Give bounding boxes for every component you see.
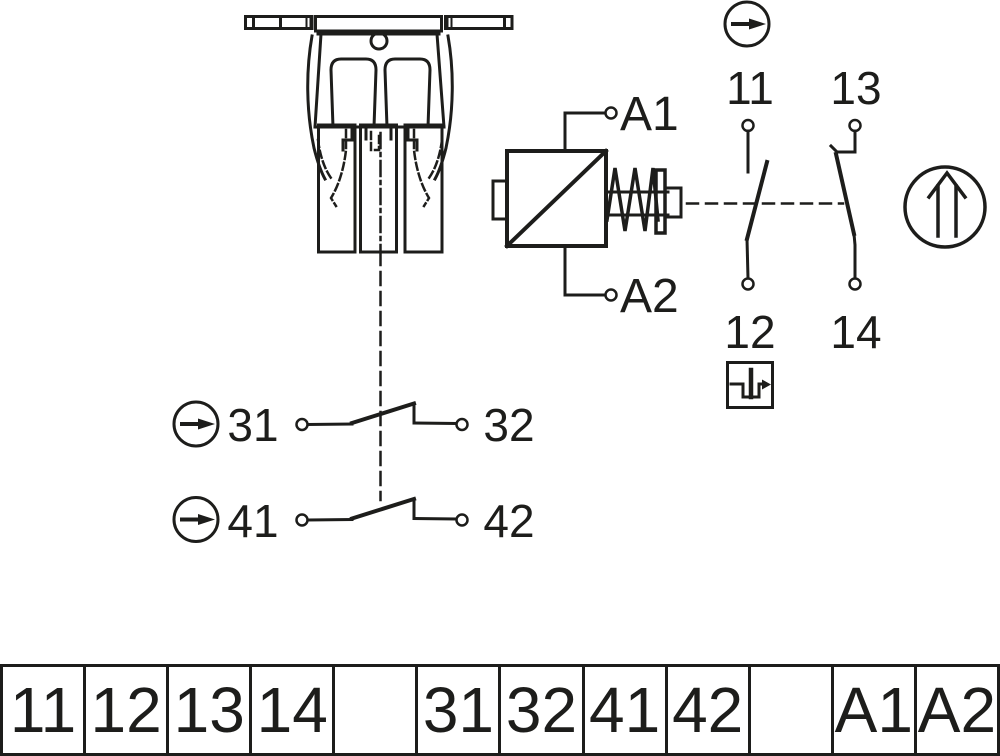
- terminal-31: [295, 417, 309, 432]
- terminal-cell-label: A2: [917, 674, 997, 746]
- terminal-cell-blank-1: [335, 667, 419, 753]
- terminal-cell-42: 42: [668, 667, 751, 753]
- terminal-cell-13: 13: [169, 667, 253, 753]
- coil-left-nub: [491, 179, 509, 221]
- a1-terminal: [604, 106, 618, 120]
- plungers: [317, 123, 444, 254]
- terminal-cell-blank-2: [751, 667, 834, 753]
- return-spring-symbol: [604, 167, 683, 235]
- terminal-cell-label: 13: [173, 674, 245, 746]
- plunger-left: [317, 123, 357, 254]
- terminal-cell-label: 31: [422, 674, 495, 746]
- positive-opening-icon: [723, 0, 771, 48]
- solenoid-coil-symbol: [491, 106, 683, 302]
- contact-blade-31-32: [349, 400, 417, 426]
- plunger-right: [403, 123, 444, 254]
- side-flap-left: [306, 34, 328, 182]
- terminal-cell-11: 11: [3, 667, 87, 753]
- terminal-cell-label: A1: [834, 674, 913, 746]
- contact-13-14: [828, 118, 862, 291]
- contact-blade-41-42: [349, 496, 417, 522]
- terminal-cell-31: 31: [418, 667, 502, 753]
- terminal-cell-label: 41: [588, 674, 661, 746]
- terminal-cell-label: 11: [9, 674, 77, 746]
- contact-11-12: [741, 118, 770, 291]
- label-11: 11: [726, 62, 774, 114]
- mounting-flange: [244, 15, 514, 36]
- label-a2: A2: [620, 270, 679, 323]
- label-14: 14: [830, 306, 881, 358]
- terminal-cell-32: 32: [501, 667, 585, 753]
- label-a1: A1: [620, 88, 679, 141]
- body-slot-right: [383, 57, 432, 129]
- label-31: 31: [227, 399, 278, 451]
- label-12: 12: [724, 306, 775, 358]
- terminal-cell-41: 41: [585, 667, 668, 753]
- terminal-12: [741, 277, 755, 291]
- terminal-cell-label: 14: [256, 674, 328, 746]
- label-32: 32: [483, 399, 534, 451]
- positive-opening-icon-41: [172, 496, 220, 543]
- terminal-strip: 11 12 13 14 31 32 41 42 A1 A2: [0, 664, 1000, 756]
- terminal-11: [741, 118, 755, 133]
- contact-31-32: [172, 400, 469, 448]
- contact-blade-13-14: [833, 151, 857, 237]
- a2-lead: [563, 244, 607, 297]
- label-42: 42: [483, 495, 534, 547]
- terminal-42: [455, 513, 469, 527]
- rod-end-cap: [663, 186, 683, 219]
- plunger-middle: [359, 123, 398, 254]
- terminal-cell-label: 12: [90, 674, 162, 746]
- terminal-cell-a1: A1: [834, 667, 917, 753]
- contact-41-42: [172, 496, 469, 543]
- terminal-cell-label: 42: [672, 674, 744, 746]
- actuator-head-drawing: [244, 15, 514, 502]
- contact-blade-11-12: [744, 159, 770, 242]
- actuation-direction-icon: [903, 165, 987, 249]
- body-slot-left: [329, 57, 378, 129]
- terminal-cell-a2: A2: [917, 667, 997, 753]
- diagram-labels: A1 A2 11 13 12 14 31 32 41 42: [227, 62, 881, 547]
- plunger-actuation-icon: [726, 361, 774, 409]
- mounting-hole: [369, 31, 389, 51]
- side-flap-right: [432, 34, 454, 182]
- hidden-line-details: [329, 128, 431, 208]
- schematic-drawing: A1 A2 11 13 12 14 31 32 41 42: [172, 0, 987, 547]
- a1-lead: [563, 111, 607, 153]
- terminal-cell-12: 12: [86, 667, 170, 753]
- spring-zigzag: [605, 167, 660, 232]
- terminal-13: [848, 118, 862, 133]
- terminal-cell-14: 14: [252, 667, 336, 753]
- a2-terminal: [604, 288, 618, 302]
- terminal-14: [848, 277, 862, 291]
- label-13: 13: [830, 62, 881, 114]
- positive-opening-icon-31: [172, 400, 220, 448]
- terminal-32: [455, 417, 469, 432]
- label-41: 41: [227, 495, 278, 547]
- terminal-cell-label: 32: [505, 674, 578, 746]
- terminal-41: [295, 513, 309, 527]
